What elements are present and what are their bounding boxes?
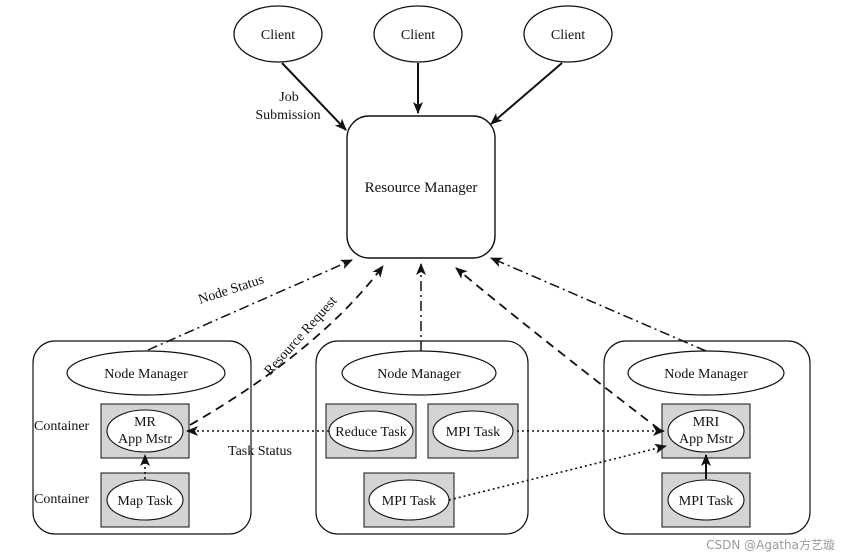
job-submission-label-1: Job [279,90,298,105]
watermark: CSDN @Agatha方艺璇 [706,537,835,552]
resource-manager: Resource Manager [346,115,496,259]
reduce-task-label: Reduce Task [335,425,406,440]
container-label-1: Container [34,419,90,434]
node-1: Node Manager Container Container MR App … [32,340,252,535]
node-3: Node Manager MRI App Mstr MPI Task [603,340,811,535]
node-status-arrow-1 [147,259,353,351]
mri-app-master-label-1: MRI [693,415,720,430]
client-3-arrow [490,62,563,125]
resource-manager-label: Resource Manager [365,180,478,196]
client-1-arrow [281,62,347,131]
client-3: Client [523,5,613,63]
node-3-manager-label: Node Manager [664,367,748,382]
mr-app-master-label-2: App Mstr [118,432,172,447]
mpi-task-label-1: MPI Task [446,425,500,440]
client-1-label: Client [261,28,295,43]
mri-app-master-label-2: App Mstr [679,432,733,447]
mpi-task-label-3: MPI Task [679,494,733,509]
mr-app-master-label-1: MR [134,415,156,430]
map-task-label: Map Task [117,494,172,509]
container-label-2: Container [34,492,90,507]
client-1: Client [233,5,323,63]
task-status-arrow-mpi-2 [448,443,667,501]
node-2: Node Manager Reduce Task MPI Task MPI Ta… [315,340,529,535]
resource-request-arrow-1 [189,265,384,426]
client-2-label: Client [401,28,435,43]
mpi-task-label-2: MPI Task [382,494,436,509]
node-status-arrow-3 [490,257,707,352]
client-2: Client [373,5,463,63]
job-submission-label-2: Submission [255,108,320,123]
node-1-manager-label: Node Manager [104,367,188,382]
client-3-label: Client [551,28,585,43]
node-status-label: Node Status [197,273,266,308]
task-status-label: Task Status [228,444,292,459]
node-2-manager-label: Node Manager [377,367,461,382]
